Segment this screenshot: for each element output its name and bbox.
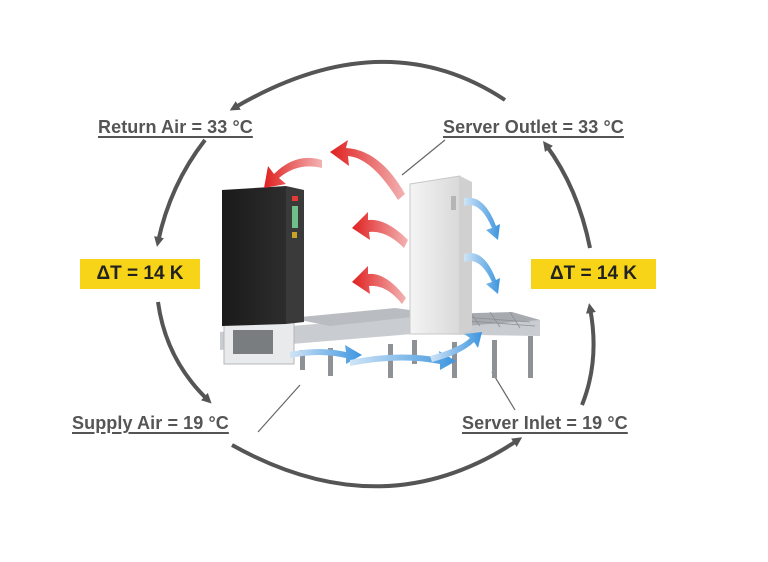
supply-air-label: Supply Air = 19 °C bbox=[72, 413, 229, 433]
leader-lines bbox=[257, 139, 516, 433]
delta-t-badge-right: ΔT = 14 K bbox=[531, 259, 656, 289]
server-inlet-label: Server Inlet = 19 °C bbox=[462, 413, 628, 433]
cycle-arrow-top bbox=[229, 60, 507, 111]
server-rack bbox=[409, 175, 472, 335]
cycle-arrow-left-upper bbox=[154, 138, 207, 247]
hot-air-arrows bbox=[264, 140, 408, 304]
cooling-unit bbox=[222, 186, 304, 365]
cycle-arrow-left-lower bbox=[156, 301, 212, 404]
delta-t-badge-left: ΔT = 14 K bbox=[80, 259, 200, 289]
cycle-arrow-right-lower bbox=[580, 303, 596, 406]
server-outlet-label: Server Outlet = 33 °C bbox=[443, 117, 624, 137]
cycle-arrows bbox=[154, 60, 596, 489]
return-air-label: Return Air = 33 °C bbox=[98, 117, 253, 137]
cold-air-arrows bbox=[290, 197, 500, 370]
cycle-arrow-right-upper bbox=[543, 140, 592, 249]
cycle-arrow-bottom bbox=[231, 437, 523, 489]
